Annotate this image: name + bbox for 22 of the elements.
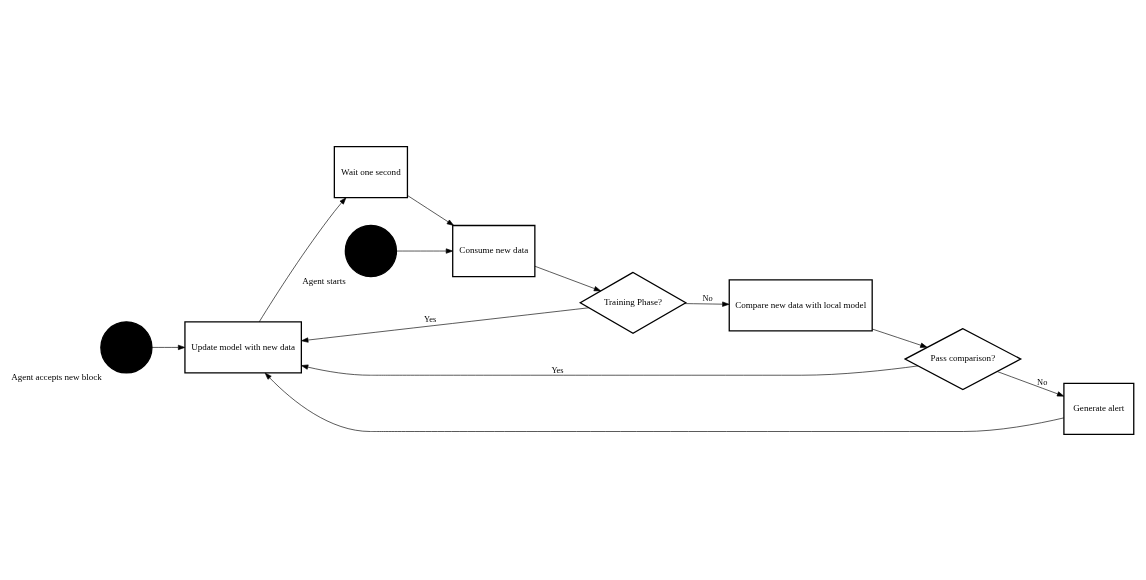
arrow: [872, 328, 928, 348]
arrow: [534, 265, 601, 291]
arrow: [258, 196, 347, 322]
node-circle: [100, 320, 153, 374]
node-circle: [344, 224, 398, 277]
node-box: Wait one second: [333, 145, 409, 198]
node-label: Agent starts: [302, 275, 346, 286]
arrow: [301, 364, 919, 376]
arrow: [301, 306, 590, 343]
arrow: [151, 344, 186, 350]
node-box: Compare new data with local model: [728, 278, 873, 332]
node-box: Consume new data: [452, 224, 536, 277]
arrow: [996, 370, 1065, 396]
node-diamond: Training Phase?: [579, 271, 688, 334]
arrow: [684, 301, 730, 307]
node-label: Agent accepts new block: [11, 371, 102, 382]
node-diamond: Pass comparison?: [903, 327, 1023, 390]
node-box: Generate alert: [1063, 382, 1135, 435]
arrow: [396, 247, 453, 254]
arrow: [264, 372, 1065, 432]
node-box: Update model with new data: [184, 320, 302, 374]
arrow: [407, 194, 454, 226]
